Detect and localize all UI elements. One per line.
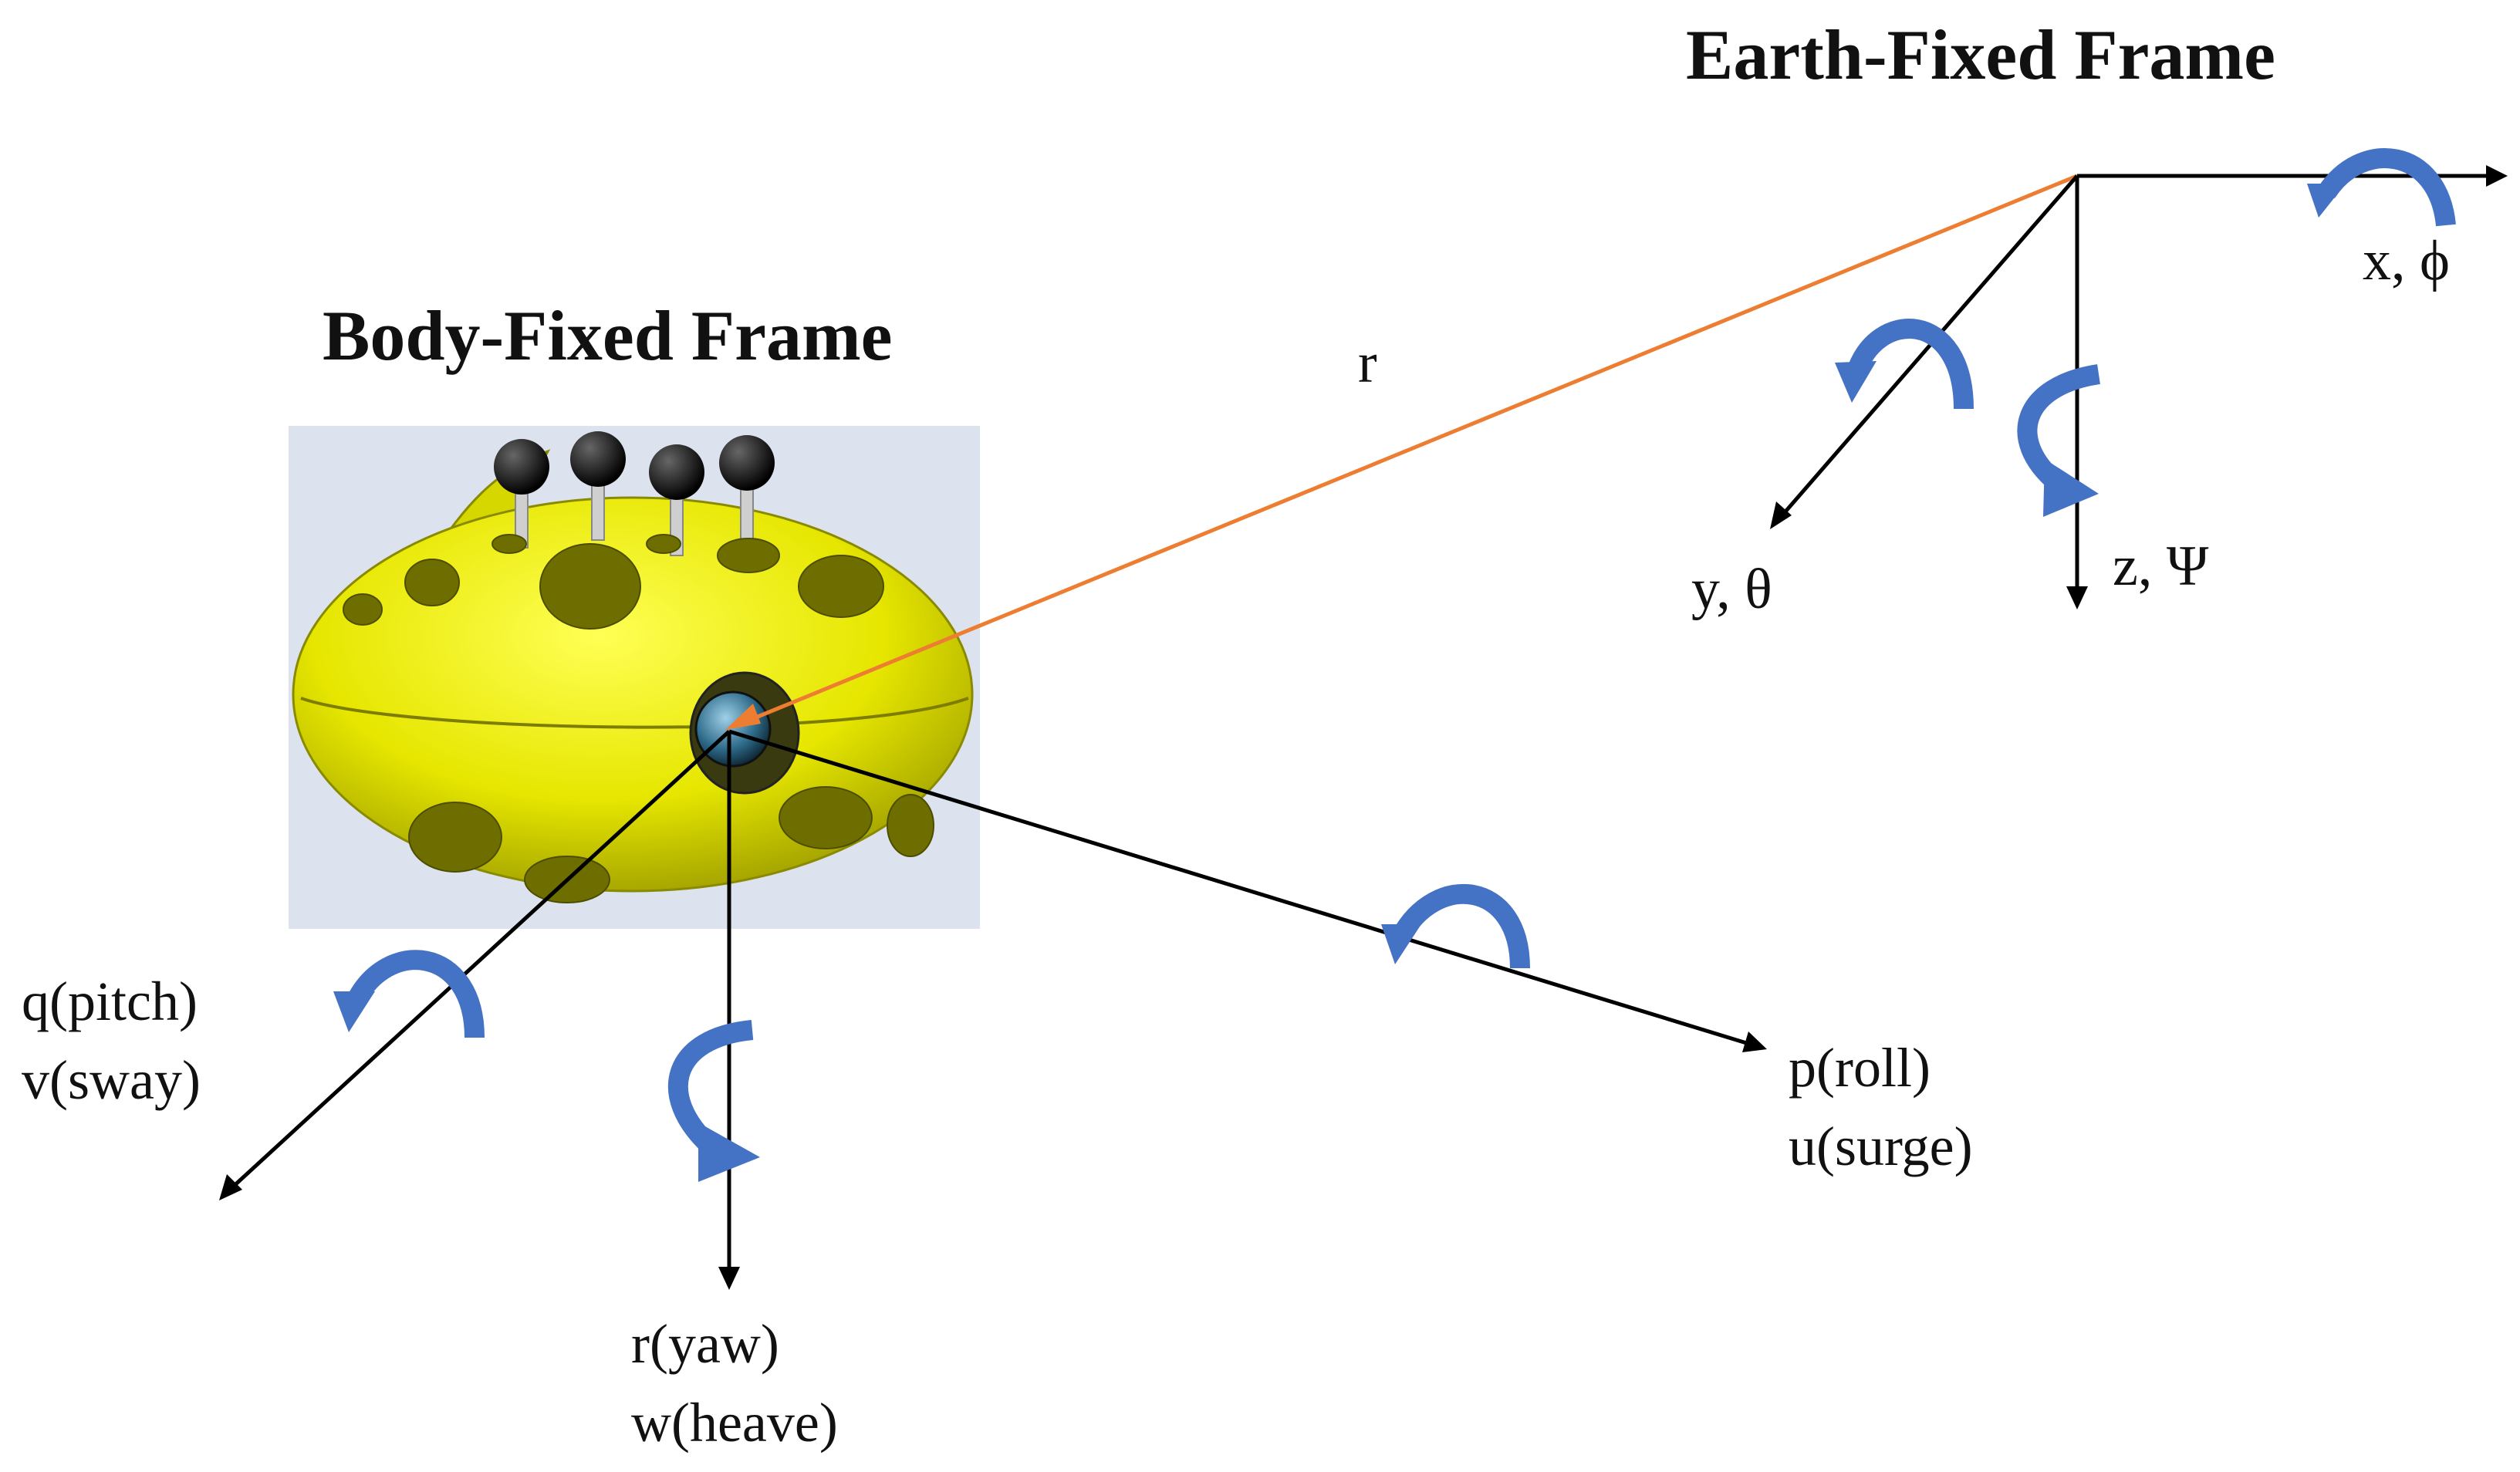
position-vector-arrowhead <box>725 704 761 730</box>
earth-z-arrowhead <box>2066 586 2088 609</box>
earth-frame-title: Earth-Fixed Frame <box>1686 15 2275 94</box>
body-sway-axis <box>230 730 731 1190</box>
position-vector-label: r <box>1358 332 1377 395</box>
body-frame-title: Body-Fixed Frame <box>323 296 892 375</box>
body-sway-arrowhead <box>219 1174 242 1200</box>
body-pitch-rotation-icon <box>333 950 485 1038</box>
earth-z-label: z, Ψ <box>2113 535 2209 598</box>
body-heave-arrowhead <box>718 1267 740 1290</box>
earth-x-rotation-icon <box>2307 148 2456 227</box>
body-surge-label-line2: u(surge) <box>1789 1116 1973 1177</box>
sensor-masts <box>494 431 775 556</box>
body-heave-label-line1: r(yaw) <box>631 1313 779 1375</box>
body-sway-label-line2: v(sway) <box>22 1049 201 1111</box>
body-yaw-rotation-icon <box>667 1020 760 1182</box>
earth-x-arrowhead <box>2486 165 2508 187</box>
hull-holes <box>343 534 934 903</box>
earth-y-arrowhead <box>1770 501 1792 529</box>
earth-x-label: x, ϕ <box>2363 229 2450 292</box>
body-surge-arrowhead <box>1742 1031 1767 1052</box>
body-frame-axes <box>219 729 1767 1290</box>
body-sway-label-line1: q(pitch) <box>22 971 198 1032</box>
camera-lens <box>694 690 772 768</box>
vehicle-hull <box>292 496 974 893</box>
earth-y-axis <box>1779 174 2079 518</box>
position-vector-line <box>740 174 2078 726</box>
body-heave-label-line2: w(heave) <box>631 1392 838 1453</box>
earth-z-rotation-icon <box>2017 364 2101 517</box>
body-surge-axis <box>728 729 1752 1047</box>
earth-y-label: y, θ <box>1691 558 1772 621</box>
body-surge-label-line1: p(roll) <box>1789 1037 1931 1099</box>
rotation-arrows <box>333 148 2456 1182</box>
body-roll-rotation-icon <box>1381 883 1530 969</box>
vehicle-illustration <box>289 426 980 929</box>
earth-y-rotation-icon <box>1835 319 1974 410</box>
